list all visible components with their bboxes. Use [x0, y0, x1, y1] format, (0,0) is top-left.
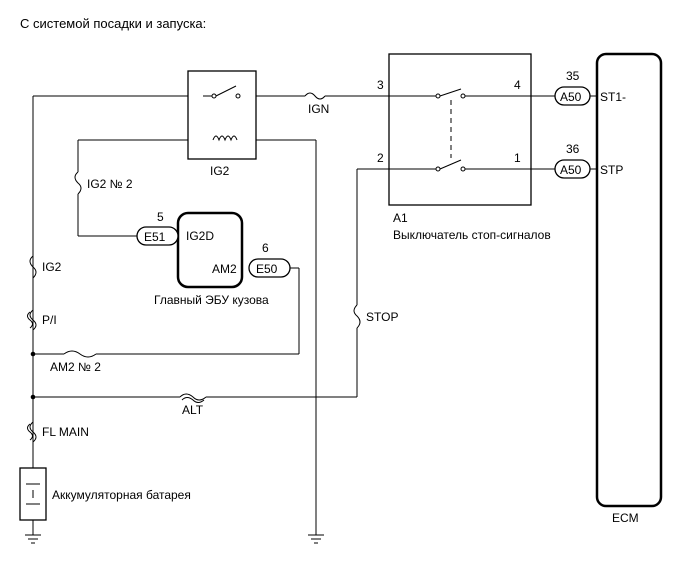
svg-text:3: 3: [377, 78, 384, 92]
ecm-label: ECM: [612, 511, 639, 525]
svg-text:A50: A50: [560, 90, 582, 104]
body-ecu-name: Главный ЭБУ кузова: [154, 293, 269, 307]
stop-switch-name: Выключатель стоп-сигналов: [393, 228, 551, 242]
svg-text:FL MAIN: FL MAIN: [42, 425, 89, 439]
svg-text:STP: STP: [600, 163, 623, 177]
fuse-alt: ALT: [179, 393, 207, 417]
body-ecu-box: [176, 211, 244, 289]
svg-text:A50: A50: [560, 163, 582, 177]
svg-text:1: 1: [514, 151, 521, 165]
ig2-relay: IG2: [187, 70, 257, 178]
ig2-relay-label: IG2: [210, 164, 230, 178]
fuse-ig2: IG2: [29, 255, 62, 279]
fuse-stop: STOP: [353, 304, 398, 329]
stop-switch-box: [388, 53, 532, 206]
svg-text:4: 4: [514, 78, 521, 92]
svg-text:5: 5: [157, 210, 164, 224]
stop-light-switch: 3 4 2 1 A1 Выключатель стоп-сигналов: [377, 53, 551, 242]
svg-text:36: 36: [566, 142, 580, 156]
svg-text:E50: E50: [256, 262, 278, 276]
ground-icon: [308, 534, 324, 544]
connector-a50-stp: [554, 159, 591, 179]
connector-e50: [248, 258, 291, 278]
svg-text:6: 6: [262, 241, 269, 255]
stop-switch-id: A1: [393, 211, 408, 225]
page-heading: С системой посадки и запуска:: [20, 16, 206, 31]
svg-text:E51: E51: [144, 230, 166, 244]
connector-e51: [136, 226, 179, 246]
fuse-fl-main: FL MAIN: [27, 421, 89, 443]
svg-text:35: 35: [566, 69, 580, 83]
battery: Аккумуляторная батарея: [19, 467, 191, 535]
relay-coil-icon: [212, 135, 238, 142]
svg-text:STOP: STOP: [366, 310, 398, 324]
svg-text:P/I: P/I: [42, 313, 57, 327]
connector-a50-st1: [554, 86, 591, 106]
switch-contact-lower: [389, 159, 531, 172]
svg-text:ALT: ALT: [182, 403, 204, 417]
svg-text:ST1-: ST1-: [600, 90, 626, 104]
ecm: ST1- STP ECM A50 35 A50 36: [554, 52, 663, 525]
fuse-pi: P/I: [27, 309, 57, 331]
fuse-am2-no2: AM2 № 2: [50, 350, 101, 374]
svg-text:IG2: IG2: [42, 260, 62, 274]
relay-switch-contact: [203, 85, 241, 99]
battery-label: Аккумуляторная батарея: [52, 488, 191, 502]
main-body-ecu: IG2D AM2 E51 5 E50 6 Главный ЭБУ кузова: [136, 210, 291, 307]
svg-text:IGN: IGN: [308, 102, 329, 116]
ground-icon: [25, 534, 41, 544]
switch-contact-upper: [389, 88, 531, 99]
svg-text:AM2: AM2: [212, 262, 237, 276]
fuse-ign: IGN: [304, 92, 329, 116]
svg-text:2: 2: [377, 151, 384, 165]
svg-text:IG2 № 2: IG2 № 2: [87, 177, 133, 191]
svg-text:IG2D: IG2D: [186, 229, 214, 243]
svg-text:AM2 № 2: AM2 № 2: [50, 360, 101, 374]
fuse-ig2-no2: IG2 № 2: [74, 171, 133, 195]
ecm-box: [595, 52, 663, 508]
ig2-relay-box: [187, 70, 257, 160]
